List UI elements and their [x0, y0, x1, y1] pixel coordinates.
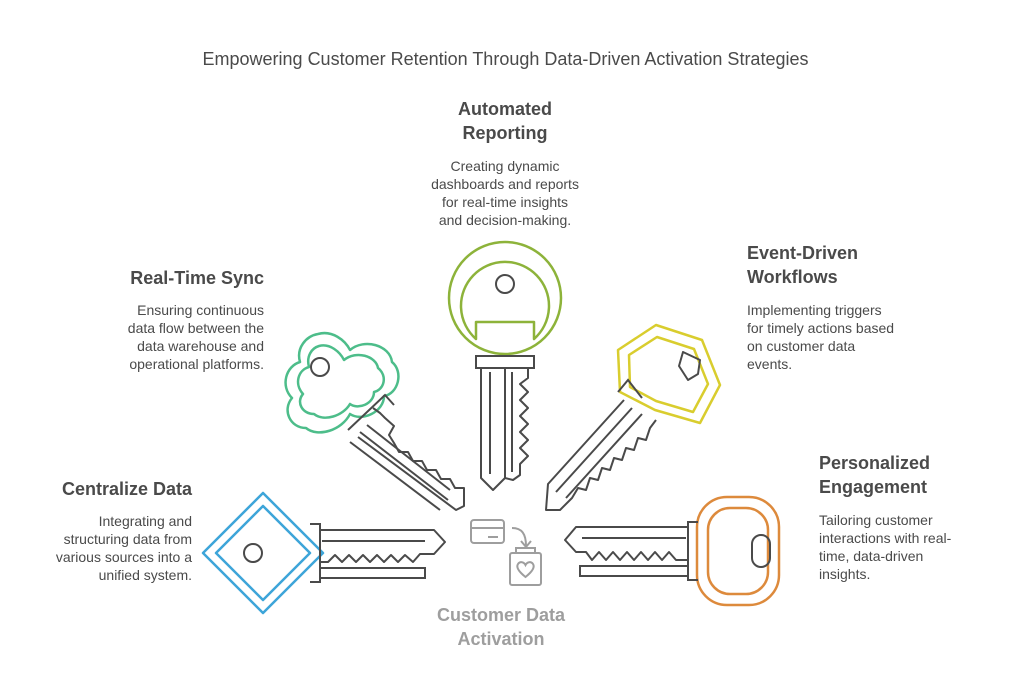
desc-line: various sources into a [55, 549, 192, 565]
centralize-data-description: Integrating and structuring data from va… [20, 512, 192, 584]
desc-line: events. [747, 356, 793, 372]
desc-line: structuring data from [63, 531, 192, 547]
personalized-engagement-description: Tailoring customer interactions with rea… [819, 511, 999, 583]
heading-line: Engagement [819, 477, 928, 497]
heart-bag-icon [509, 547, 542, 586]
desc-line: unified system. [98, 567, 192, 583]
heading-line: Reporting [462, 123, 548, 143]
desc-line: Ensuring continuous [137, 302, 264, 318]
diamond-key-icon [201, 491, 446, 615]
arrow-icon [511, 527, 532, 549]
desc-line: interactions with real- [819, 530, 952, 546]
centralize-data-heading: Centralize Data [61, 479, 192, 499]
desc-line: operational platforms. [129, 356, 264, 372]
center-label: Customer Data Activation [411, 603, 591, 651]
round-key-icon [447, 240, 563, 491]
desc-line: and decision-making. [438, 212, 572, 228]
desc-line: data warehouse and [137, 338, 264, 354]
desc-line: for real-time insights [441, 194, 569, 210]
cloud-key-icon [284, 331, 465, 511]
page-title: Empowering Customer Retention Through Da… [202, 49, 809, 69]
desc-line: dashboards and reports [431, 176, 579, 192]
desc-line: data flow between the [127, 320, 264, 336]
heading-line: Workflows [747, 267, 838, 287]
desc-line: Integrating and [98, 513, 192, 529]
oval-key-icon [564, 495, 781, 607]
desc-line: on customer data [747, 338, 856, 354]
desc-line: insights. [819, 566, 871, 582]
credit-card-icon [470, 519, 505, 544]
real-time-sync-heading: Real-Time Sync [130, 268, 264, 288]
center-label-line1: Customer Data [436, 605, 566, 625]
personalized-engagement-heading: Personalized Engagement [819, 451, 999, 499]
center-label-line2: Activation [457, 629, 545, 649]
desc-line: Tailoring customer [819, 512, 933, 528]
heading-line: Personalized [819, 453, 931, 473]
desc-line: Creating dynamic [450, 158, 560, 174]
automated-reporting-description: Creating dynamic dashboards and reports … [395, 157, 615, 229]
automated-reporting-heading: Automated Reporting [400, 97, 610, 145]
real-time-sync-description: Ensuring continuous data flow between th… [60, 301, 264, 373]
desc-line: time, data-driven [819, 548, 924, 564]
hexagon-key-icon [545, 323, 722, 511]
event-driven-workflows-description: Implementing triggers for timely actions… [747, 301, 977, 373]
event-driven-workflows-heading: Event-Driven Workflows [747, 241, 977, 289]
heading-line: Automated [458, 99, 552, 119]
desc-line: Implementing triggers [747, 302, 882, 318]
heading-line: Event-Driven [747, 243, 859, 263]
desc-line: for timely actions based [747, 320, 895, 336]
